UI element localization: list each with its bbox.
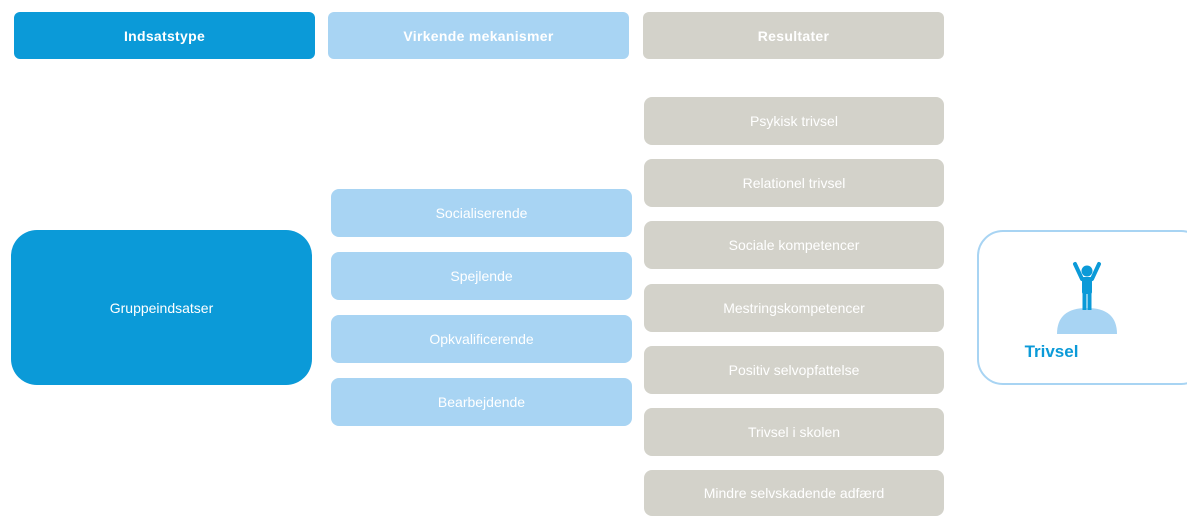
mechanism-box: Bearbejdende bbox=[331, 378, 632, 426]
person-on-hill-icon bbox=[1057, 262, 1117, 334]
outcome-label: Trivsel bbox=[1024, 342, 1079, 361]
header-virkende-mekanismer: Virkende mekanismer bbox=[328, 12, 629, 59]
result-box: Trivsel i skolen bbox=[644, 408, 944, 456]
outcome-box: Trivsel bbox=[977, 230, 1187, 385]
result-box: Mindre selvskadende adfærd bbox=[644, 470, 944, 516]
result-box: Relationel trivsel bbox=[644, 159, 944, 207]
mechanism-box: Spejlende bbox=[331, 252, 632, 300]
result-box: Sociale kompetencer bbox=[644, 221, 944, 269]
header-indsatstype: Indsatstype bbox=[14, 12, 315, 59]
mechanism-box: Opkvalificerende bbox=[331, 315, 632, 363]
result-box: Psykisk trivsel bbox=[644, 97, 944, 145]
result-box: Positiv selvopfattelse bbox=[644, 346, 944, 394]
mechanism-box: Socialiserende bbox=[331, 189, 632, 237]
intervention-box: Gruppeindsatser bbox=[11, 230, 312, 385]
header-resultater: Resultater bbox=[643, 12, 944, 59]
result-box: Mestringskompetencer bbox=[644, 284, 944, 332]
